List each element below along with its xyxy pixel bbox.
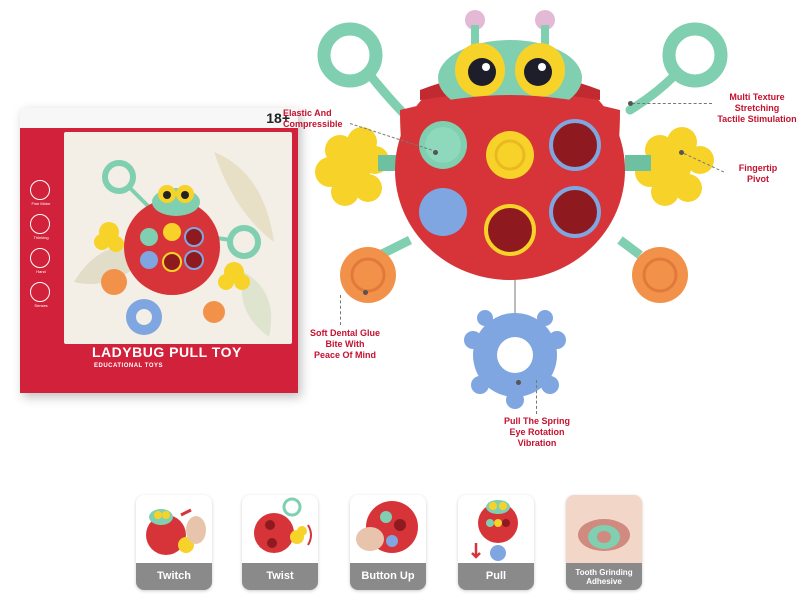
- box-title: LADYBUG PULL TOY: [92, 344, 242, 360]
- main-ladybug-illustration: [315, 10, 728, 409]
- card-label: Button Up: [350, 563, 426, 590]
- callout-dot: [433, 150, 438, 155]
- box-subtitle: EDUCATIONAL TOYS: [94, 363, 164, 369]
- feature-card-twitch: Twitch: [136, 495, 212, 590]
- senses-icon: Senses: [30, 282, 50, 308]
- pull-image: [458, 495, 534, 563]
- feature-card-pull: Pull: [458, 495, 534, 590]
- feature-card-tooth-grinding: Tooth Grinding Adhesive: [566, 495, 642, 590]
- callout-dot: [628, 101, 633, 106]
- callout-dot: [516, 380, 521, 385]
- product-box: 18+ Fine Motor Thinking Hand Senses LADY…: [20, 108, 298, 393]
- tooth-grinding-image: [566, 495, 642, 563]
- twitch-image: [136, 495, 212, 563]
- brain-icon: Thinking: [30, 214, 50, 240]
- callout-spring: Pull The Spring Eye Rotation Vibration: [503, 416, 570, 448]
- callout-elastic: Elastic And Compressible: [283, 108, 343, 129]
- box-ladybug-illustration: [74, 152, 274, 337]
- callout-pivot: Fingertip Pivot: [738, 163, 778, 184]
- age-label: 18+: [266, 110, 290, 126]
- callout-line: [340, 295, 369, 325]
- card-label: Tooth Grinding Adhesive: [566, 563, 642, 590]
- feature-card-button-up: Button Up: [350, 495, 426, 590]
- callout-dot: [679, 150, 684, 155]
- hand-fine-motor-icon: Fine Motor: [30, 180, 51, 206]
- callout-line: [536, 380, 537, 414]
- side-icon-label: Thinking: [33, 235, 49, 240]
- button-up-image: [350, 495, 426, 563]
- callout-texture: Multi Texture Stretching Tactile Stimula…: [717, 92, 797, 124]
- box-top-strip: [20, 108, 298, 128]
- callout-line: [632, 103, 712, 104]
- side-icon-label: Hand: [36, 269, 46, 274]
- card-label: Pull: [458, 563, 534, 590]
- callout-dental: Soft Dental Glue Bite With Peace Of Mind: [309, 328, 380, 360]
- twist-image: [242, 495, 318, 563]
- card-label: Twitch: [136, 563, 212, 590]
- side-icon-label: Fine Motor: [31, 201, 51, 206]
- box-window: [64, 132, 292, 344]
- callout-dot: [363, 290, 368, 295]
- box-side-icons: Fine Motor Thinking Hand Senses: [30, 180, 52, 316]
- card-label: Twist: [242, 563, 318, 590]
- hand-icon: Hand: [30, 248, 50, 274]
- side-icon-label: Senses: [34, 303, 48, 308]
- feature-card-twist: Twist: [242, 495, 318, 590]
